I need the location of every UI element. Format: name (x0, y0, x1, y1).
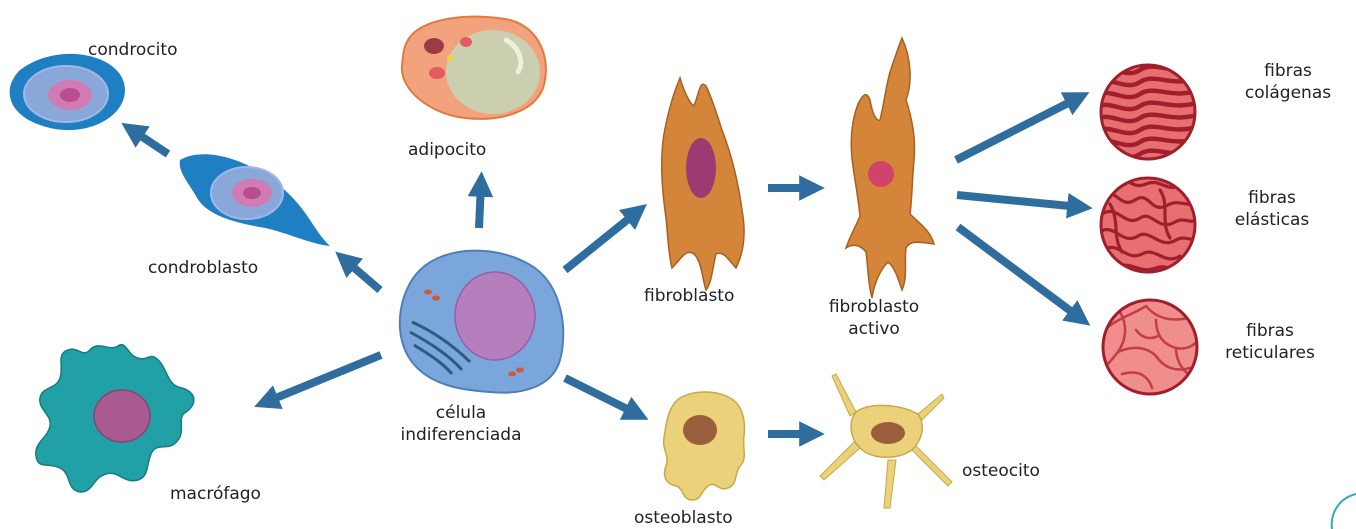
label-fibroblasto-activo: fibroblasto activo (826, 296, 922, 340)
arrow-to-fibroblasto (565, 212, 637, 270)
fibroblasto-cell (662, 78, 744, 290)
label-celula-indiferenciada: célula indiferenciada (385, 402, 537, 446)
fibroblasto-activo-cell (846, 38, 934, 298)
label-macrofago: macrófago (170, 483, 261, 505)
label-elasticas-line2: elásticas (1216, 209, 1328, 231)
arrow-to-fibras-reticulares (958, 227, 1080, 318)
label-adipocito: adipocito (408, 139, 486, 161)
osteoblasto-cell (664, 392, 745, 500)
arrow-to-fibras-colagenas (956, 98, 1078, 160)
osteocito-cell (820, 374, 952, 508)
label-fibroblasto-activo-line2: activo (826, 318, 922, 340)
label-fibras-elasticas: fibras elásticas (1216, 187, 1328, 231)
label-elasticas-line1: fibras (1216, 187, 1328, 209)
arrow-to-osteoblasto (565, 378, 637, 414)
label-celula-line2: indiferenciada (385, 424, 537, 446)
label-osteoblasto: osteoblasto (634, 507, 733, 529)
label-reticulares-line2: reticulares (1214, 342, 1326, 364)
fibras-elasticas-circle (1100, 178, 1198, 272)
arrow-to-adipocito (479, 184, 481, 228)
arrow-to-macrofago (266, 355, 381, 402)
label-condrocito: condrocito (88, 39, 177, 61)
adipocito-cell (402, 17, 546, 119)
macrofago-cell (36, 345, 194, 492)
label-fibroblasto: fibroblasto (644, 285, 734, 307)
condrocito-cell (10, 54, 125, 130)
label-fibras-colagenas: fibras colágenas (1232, 60, 1344, 104)
label-fibras-reticulares: fibras reticulares (1214, 320, 1326, 364)
condroblasto-cell (180, 154, 330, 246)
arrow-to-condroblasto (345, 260, 380, 290)
fibras-colagenas-circle (1095, 65, 1200, 159)
corner-swirl-icon (1332, 494, 1356, 529)
label-colagenas-line1: fibras (1232, 60, 1344, 82)
label-fibroblasto-activo-line1: fibroblasto (826, 296, 922, 318)
celula-indiferenciada-cell (400, 251, 563, 393)
arrow-to-fibras-elasticas (957, 195, 1080, 207)
fibras-reticulares-circle (1103, 300, 1198, 394)
label-reticulares-line1: fibras (1214, 320, 1326, 342)
label-condroblasto: condroblasto (148, 257, 258, 279)
label-celula-line1: célula (385, 402, 537, 424)
arrow-to-condrocito (132, 130, 168, 154)
label-osteocito: osteocito (962, 460, 1040, 482)
arrows (132, 98, 1080, 434)
label-colagenas-line2: colágenas (1232, 82, 1344, 104)
